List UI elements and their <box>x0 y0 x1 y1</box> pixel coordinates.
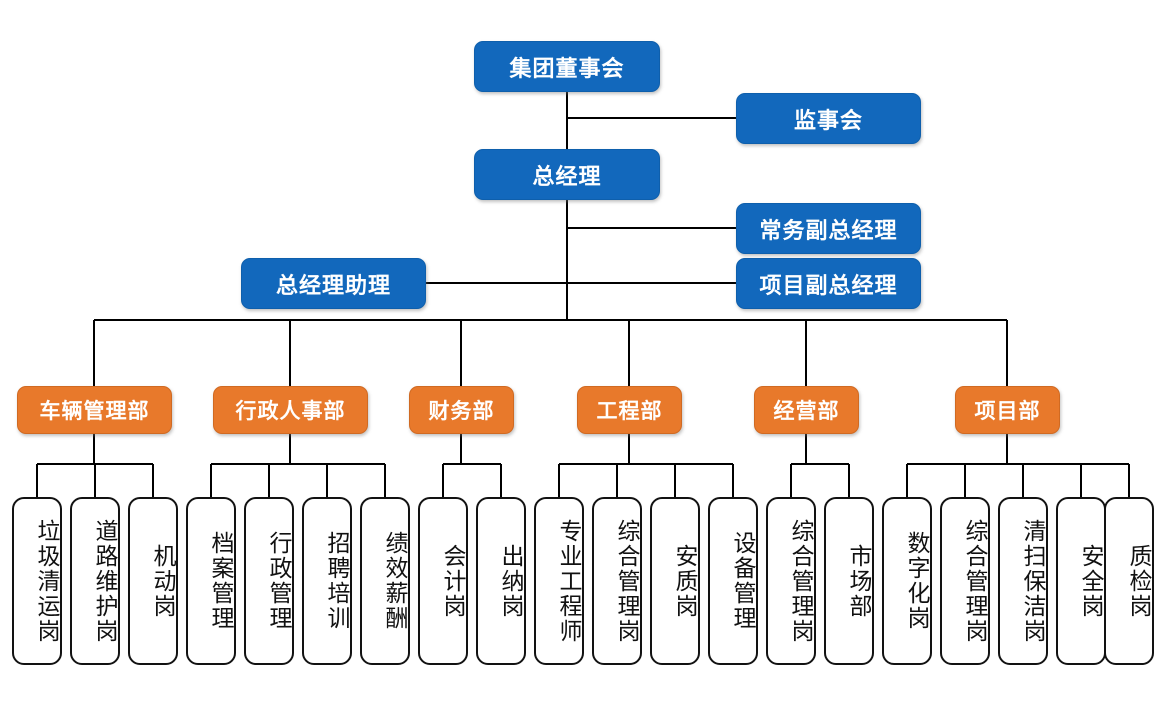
position-engineering-general-management[interactable]: 综合管理岗 <box>592 497 642 665</box>
dept-engineering[interactable]: 工程部 <box>577 386 682 434</box>
position-road-maintenance[interactable]: 道路维护岗 <box>70 497 120 665</box>
position-safety[interactable]: 安全岗 <box>1056 497 1106 665</box>
node-executive-vice-gm[interactable]: 常务副总经理 <box>736 203 921 254</box>
position-label: 设备管理 <box>730 531 756 631</box>
position-label: 档案管理 <box>208 531 234 631</box>
dept-finance[interactable]: 财务部 <box>409 386 514 434</box>
position-label: 数字化岗 <box>904 531 930 631</box>
node-board[interactable]: 集团董事会 <box>474 41 660 92</box>
node-general-manager[interactable]: 总经理 <box>474 149 660 200</box>
node-supervisors[interactable]: 监事会 <box>736 93 921 144</box>
position-label: 质检岗 <box>1126 543 1152 619</box>
position-digitalization[interactable]: 数字化岗 <box>882 497 932 665</box>
position-label: 清扫保洁岗 <box>1020 518 1046 644</box>
dept-administration-hr[interactable]: 行政人事部 <box>213 386 368 434</box>
position-label: 出纳岗 <box>498 543 524 619</box>
position-quality-inspection[interactable]: 质检岗 <box>1104 497 1154 665</box>
position-label: 综合管理岗 <box>614 518 640 644</box>
position-label: 绩效薪酬 <box>382 531 408 631</box>
position-marketing[interactable]: 市场部 <box>824 497 874 665</box>
position-mobile-duty[interactable]: 机动岗 <box>128 497 178 665</box>
position-cleaning-sanitation[interactable]: 清扫保洁岗 <box>998 497 1048 665</box>
position-label: 垃圾清运岗 <box>34 518 60 644</box>
dept-vehicle-management[interactable]: 车辆管理部 <box>17 386 172 434</box>
position-label: 综合管理岗 <box>788 518 814 644</box>
position-garbage-transport[interactable]: 垃圾清运岗 <box>12 497 62 665</box>
position-professional-engineer[interactable]: 专业工程师 <box>534 497 584 665</box>
position-archive-management[interactable]: 档案管理 <box>186 497 236 665</box>
position-label: 招聘培训 <box>324 531 350 631</box>
position-equipment-management[interactable]: 设备管理 <box>708 497 758 665</box>
position-project-general-management[interactable]: 综合管理岗 <box>940 497 990 665</box>
position-safety-quality[interactable]: 安质岗 <box>650 497 700 665</box>
position-label: 专业工程师 <box>556 518 582 644</box>
position-recruitment-training[interactable]: 招聘培训 <box>302 497 352 665</box>
position-label: 机动岗 <box>150 543 176 619</box>
dept-operations[interactable]: 经营部 <box>754 386 859 434</box>
position-accounting[interactable]: 会计岗 <box>418 497 468 665</box>
position-label: 会计岗 <box>440 543 466 619</box>
position-label: 道路维护岗 <box>92 518 118 644</box>
position-label: 市场部 <box>846 543 872 619</box>
position-administration[interactable]: 行政管理 <box>244 497 294 665</box>
node-gm-assistant[interactable]: 总经理助理 <box>241 258 426 309</box>
node-project-vice-gm[interactable]: 项目副总经理 <box>736 258 921 309</box>
position-label: 安全岗 <box>1078 543 1104 619</box>
dept-project[interactable]: 项目部 <box>955 386 1060 434</box>
position-label: 行政管理 <box>266 531 292 631</box>
position-label: 综合管理岗 <box>962 518 988 644</box>
position-label: 安质岗 <box>672 543 698 619</box>
position-cashier[interactable]: 出纳岗 <box>476 497 526 665</box>
position-operations-general-management[interactable]: 综合管理岗 <box>766 497 816 665</box>
position-performance-compensation[interactable]: 绩效薪酬 <box>360 497 410 665</box>
